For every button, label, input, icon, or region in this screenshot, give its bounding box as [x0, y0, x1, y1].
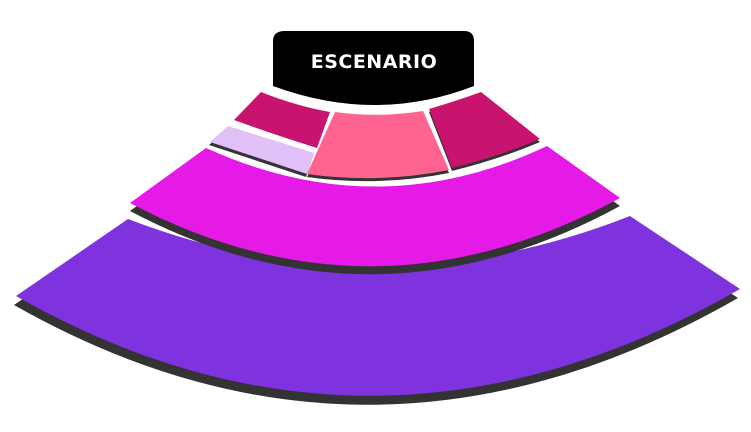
section-preferente-centro[interactable] [307, 111, 449, 182]
stage-shape [273, 31, 474, 105]
section-preferente-izquierda[interactable] [234, 92, 330, 148]
section-general-b-shape[interactable] [16, 216, 740, 396]
section-preferente-derecha[interactable] [429, 92, 540, 171]
section-lateral-izquierda-shape[interactable] [210, 126, 314, 174]
section-preferente-derecha-shape[interactable] [429, 92, 540, 168]
section-preferente-izquierda-shape[interactable] [234, 92, 330, 148]
section-general-a-shape[interactable] [130, 146, 620, 267]
section-general-b[interactable] [14, 216, 740, 405]
stage-label: ESCENARIO [311, 51, 438, 73]
section-preferente-centro-shape[interactable] [307, 111, 449, 179]
section-lateral-izquierda[interactable] [209, 126, 314, 177]
section-general-a[interactable] [130, 146, 620, 275]
stage: ESCENARIO [273, 31, 474, 105]
